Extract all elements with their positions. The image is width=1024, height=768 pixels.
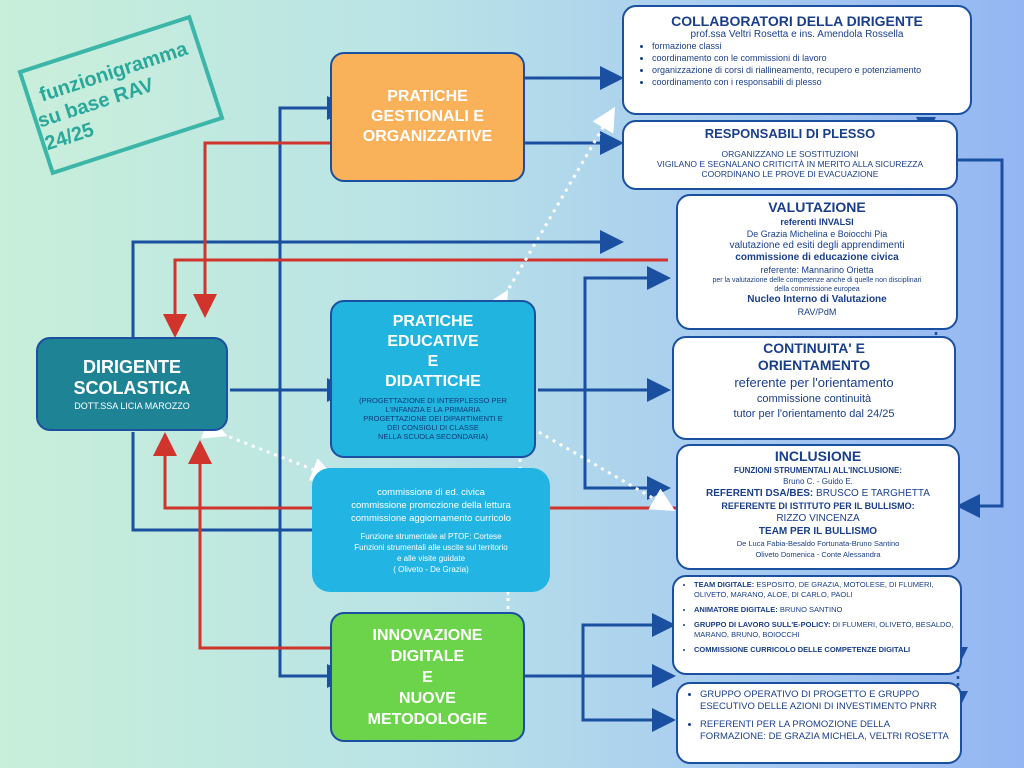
inclusione-l4: REFERENTE DI ISTITUTO PER IL BULLISMO:: [721, 501, 915, 511]
inclusione-title: INCLUSIONE: [774, 448, 862, 464]
inclusione-l3: REFERENTI DSA/BES: BRUSCO E TARGHETTA: [682, 487, 954, 500]
digitale-item-label: TEAM DIGITALE:: [694, 580, 755, 589]
educative-note5: NELLA SCUOLA SECONDARIA): [377, 432, 489, 441]
collaboratori-item: coordinamento con i responsabili di ples…: [652, 76, 962, 88]
digitale-item-text: ESPOSITO, DE GRAZIA, MOTOLESE, DI FLUMER…: [694, 580, 934, 599]
collaboratori-card[interactable]: COLLABORATORI DELLA DIRIGENTE prof.ssa V…: [622, 5, 972, 115]
digitale-item: GRUPPO DI LAVORO SULL'E-POLICY: DI FLUME…: [694, 620, 956, 640]
pnrr-card[interactable]: GRUPPO OPERATIVO DI PROGETTO E GRUPPO ES…: [676, 682, 962, 764]
valutazione-card[interactable]: VALUTAZIONE referenti INVALSI De Grazia …: [676, 194, 958, 330]
commissioni-l1: commissione di ed. civica: [377, 486, 485, 498]
educative-node[interactable]: PRATICHE EDUCATIVE E DIDATTICHE (PROGETT…: [330, 300, 536, 458]
valutazione-r7: della commissione europea: [774, 286, 860, 293]
valutazione-r5: referente: Mannarino Orietta: [760, 265, 874, 275]
commissioni-l2: commissione promozione della lettura: [351, 499, 511, 511]
innovazione-line3: E: [422, 668, 433, 686]
digitale-item-text: BRUNO SANTINO: [777, 605, 843, 614]
educative-line2: EDUCATIVE: [387, 333, 479, 350]
collaboratori-item: formazione classi: [652, 40, 962, 52]
innovazione-node[interactable]: INNOVAZIONE DIGITALE E NUOVE METODOLOGIE: [330, 612, 525, 742]
plesso-l3: COORDINANO LE PROVE DI EVACUAZIONE: [701, 169, 879, 179]
plesso-l2: VIGILANO E SEGNALANO CRITICITÀ IN MERITO…: [656, 159, 924, 169]
gestionali-line1: PRATICHE: [387, 88, 468, 105]
dirigente-node[interactable]: DIRIGENTE SCOLASTICA DOTT.SSA LICIA MARO…: [36, 337, 228, 431]
innovazione-line1: INNOVAZIONE: [372, 626, 483, 644]
pnrr-item: GRUPPO OPERATIVO DI PROGETTO E GRUPPO ES…: [700, 689, 956, 713]
commissioni-l7: ( Oliveto - De Grazia): [393, 564, 469, 574]
inclusione-l5: RIZZO VINCENZA: [776, 513, 860, 524]
continuita-title2: ORIENTAMENTO: [757, 357, 871, 373]
dirigente-name: DOTT.SSA LICIA MAROZZO: [74, 401, 190, 411]
valutazione-r8: Nucleo Interno di Valutazione: [747, 294, 887, 305]
collaboratori-title: COLLABORATORI DELLA DIRIGENTE: [671, 13, 923, 29]
inclusione-l6: TEAM PER IL BULLISMO: [758, 526, 878, 537]
educative-note1: (PROGETTAZIONE DI INTERPLESSO PER: [359, 396, 507, 405]
commissioni-l5: Funzioni strumentali alle uscite sul ter…: [354, 542, 508, 552]
commissioni-l4: Funzione strumentale al PTOF: Cortese: [360, 531, 502, 541]
collaboratori-item: coordinamento con le commissioni di lavo…: [652, 52, 962, 64]
digitale-card[interactable]: TEAM DIGITALE: ESPOSITO, DE GRAZIA, MOTO…: [672, 575, 962, 675]
collaboratori-sub: prof.ssa Veltri Rosetta e ins. Amendola …: [690, 29, 904, 40]
innovazione-line5: METODOLOGIE: [367, 710, 488, 728]
innovazione-line4: NUOVE: [399, 689, 456, 707]
digitale-item-label: COMMISSIONE CURRICOLO DELLE COMPETENZE D…: [694, 645, 911, 654]
inclusione-l3-value: BRUSCO E TARGHETTA: [813, 488, 930, 499]
pnrr-item: REFERENTI PER LA PROMOZIONE DELLA FORMAZ…: [700, 719, 956, 743]
continuita-l3: tutor per l'orientamento dal 24/25: [733, 408, 895, 420]
valutazione-r2: De Grazia Michelina e Boiocchi Pia: [746, 229, 888, 239]
valutazione-r6: per la valutazione delle competenze anch…: [712, 277, 922, 284]
innovazione-line2: DIGITALE: [390, 647, 465, 665]
gestionali-node[interactable]: PRATICHE GESTIONALI E ORGANIZZATIVE: [330, 52, 525, 182]
plesso-title: RESPONSABILI DI PLESSO: [704, 126, 876, 141]
digitale-item-text: DI FLUMERI, OLIVETO, BESALDO, MARANO, BR…: [694, 620, 954, 639]
collaboratori-item: organizzazione di corsi di riallineament…: [652, 64, 962, 76]
continuita-l1: referente per l'orientamento: [734, 375, 894, 390]
plesso-l1: ORGANIZZANO LE SOSTITUZIONI: [721, 149, 859, 159]
inclusione-l2: Bruno C. - Guido E.: [783, 477, 853, 486]
educative-note3: PROGETTAZIONE DEI DIPARTIMENTI E: [363, 414, 503, 423]
commissioni-node[interactable]: commissione di ed. civica commissione pr…: [312, 468, 550, 592]
commissioni-l6: e alle visite guidate: [396, 553, 466, 563]
educative-line4: DIDATTICHE: [385, 373, 481, 390]
educative-line1: PRATICHE: [392, 313, 474, 330]
gestionali-line3: ORGANIZZATIVE: [362, 128, 493, 145]
inclusione-l7: De Luca Fabia-Besaldo Fortunata-Bruno Sa…: [736, 539, 900, 548]
continuita-card[interactable]: CONTINUITA' E ORIENTAMENTO referente per…: [672, 336, 956, 440]
valutazione-r3: valutazione ed esiti degli apprendimenti: [729, 240, 905, 251]
inclusione-l3-label: REFERENTI DSA/BES:: [706, 488, 814, 499]
dirigente-title1: DIRIGENTE: [82, 357, 181, 377]
digitale-item: TEAM DIGITALE: ESPOSITO, DE GRAZIA, MOTO…: [694, 580, 956, 600]
digitale-list: TEAM DIGITALE: ESPOSITO, DE GRAZIA, MOTO…: [678, 580, 956, 655]
educative-note2: L'INFANZIA E LA PRIMARIA: [385, 405, 481, 414]
inclusione-l1: FUNZIONI STRUMENTALI ALL'INCLUSIONE:: [733, 466, 903, 475]
educative-line3: E: [427, 353, 439, 370]
continuita-l2: commissione continuità: [756, 393, 872, 405]
valutazione-r1: referenti INVALSI: [780, 217, 854, 227]
digitale-item-label: ANIMATORE DIGITALE:: [694, 605, 778, 614]
valutazione-r4: commissione di educazione civica: [735, 252, 899, 263]
commissioni-l3: commissione aggiornamento curricolo: [351, 512, 511, 524]
digitale-item: COMMISSIONE CURRICOLO DELLE COMPETENZE D…: [694, 645, 956, 655]
valutazione-title: VALUTAZIONE: [768, 199, 866, 215]
plesso-card[interactable]: RESPONSABILI DI PLESSO ORGANIZZANO LE SO…: [622, 120, 958, 190]
dirigente-title2: SCOLASTICA: [73, 378, 191, 398]
gestionali-line2: GESTIONALI E: [371, 108, 484, 125]
inclusione-card[interactable]: INCLUSIONE FUNZIONI STRUMENTALI ALL'INCL…: [676, 444, 960, 570]
collaboratori-list: formazione classi coordinamento con le c…: [632, 40, 962, 88]
valutazione-r9: RAV/PdM: [797, 307, 837, 317]
pnrr-list: GRUPPO OPERATIVO DI PROGETTO E GRUPPO ES…: [682, 689, 956, 743]
continuita-title1: CONTINUITA' E: [763, 340, 865, 356]
educative-note4: DEI CONSIGLI DI CLASSE: [387, 423, 479, 432]
inclusione-l8: Oliveto Domenica - Conte Alessandra: [755, 550, 881, 559]
digitale-item-label: GRUPPO DI LAVORO SULL'E-POLICY:: [694, 620, 831, 629]
digitale-item: ANIMATORE DIGITALE: BRUNO SANTINO: [694, 605, 956, 615]
